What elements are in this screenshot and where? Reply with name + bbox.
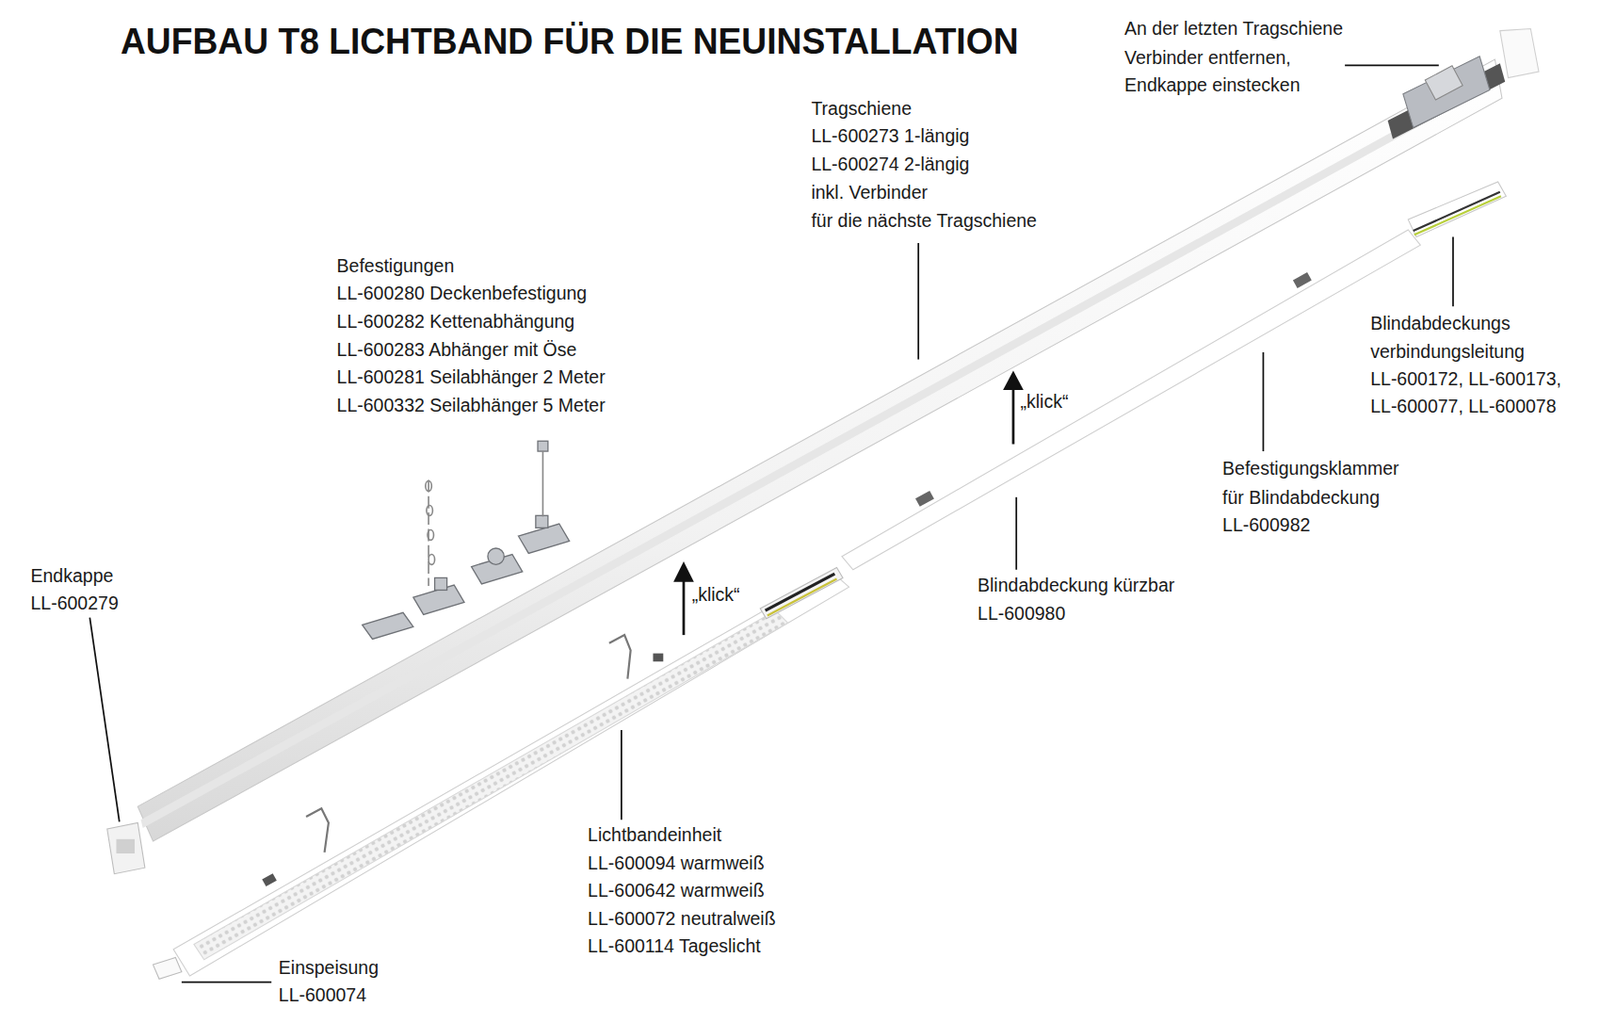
callout-label: Endkappe einstecken	[1124, 73, 1300, 97]
diagram-title: AUFBAU T8 LICHTBAND FÜR DIE NEUINSTALLAT…	[120, 20, 1019, 63]
callout-label: Lichtbandeinheit	[587, 823, 722, 846]
callout-label: LL-600094 warmweiß	[587, 851, 765, 874]
callout-label: verbindungsleitung	[1370, 339, 1525, 363]
callout-label: LL-600172, LL-600173,	[1370, 367, 1562, 390]
callout-label: Befestigungsklammer	[1222, 456, 1400, 480]
callout-label: „klick“	[692, 582, 741, 606]
callout-label: LL-600072 neutralweiß	[587, 906, 776, 930]
callout-label: LL-600281 Seilabhänger 2 Meter	[337, 365, 606, 388]
callout-label: Verbinder entfernen,	[1124, 46, 1292, 69]
callout-label: „klick“	[1020, 389, 1069, 413]
callout-label: LL-600273 1-längig	[810, 124, 970, 147]
callout-label: für Blindabdeckung	[1222, 485, 1380, 509]
callout-label: Blindabdeckung kürzbar	[977, 573, 1175, 597]
callout-label: LL-600279	[31, 591, 119, 615]
callout-label: LL-600114 Tageslicht	[587, 934, 761, 957]
callout-label: LL-600982	[1222, 513, 1310, 536]
callout-label: LL-600642 warmweiß	[587, 878, 765, 902]
callout-label: LL-600280 Deckenbefestigung	[337, 281, 588, 305]
callout-label: Befestigungen	[337, 254, 455, 277]
callout-label: LL-600282 Kettenabhängung	[337, 309, 576, 333]
callout-label: Tragschiene	[810, 96, 912, 120]
callout-label: für die nächste Tragschiene	[810, 209, 1037, 232]
callout-label: LL-600332 Seilabhänger 5 Meter	[337, 393, 606, 417]
callout-label: LL-600274 2-längig	[810, 152, 970, 176]
callout-label: An der letzten Tragschiene	[1124, 16, 1343, 40]
callout-label: Endkappe	[31, 564, 114, 587]
callout-label: LL-600077, LL-600078	[1370, 394, 1556, 418]
callout-label: Blindabdeckungs	[1370, 311, 1511, 335]
callout-label: Einspeisung	[278, 955, 379, 979]
callout-label: LL-600980	[977, 601, 1066, 625]
callout-label: LL-600074	[278, 983, 367, 1006]
callout-label: LL-600283 Abhänger mit Öse	[337, 338, 578, 361]
callout-label: inkl. Verbinder	[810, 180, 928, 204]
